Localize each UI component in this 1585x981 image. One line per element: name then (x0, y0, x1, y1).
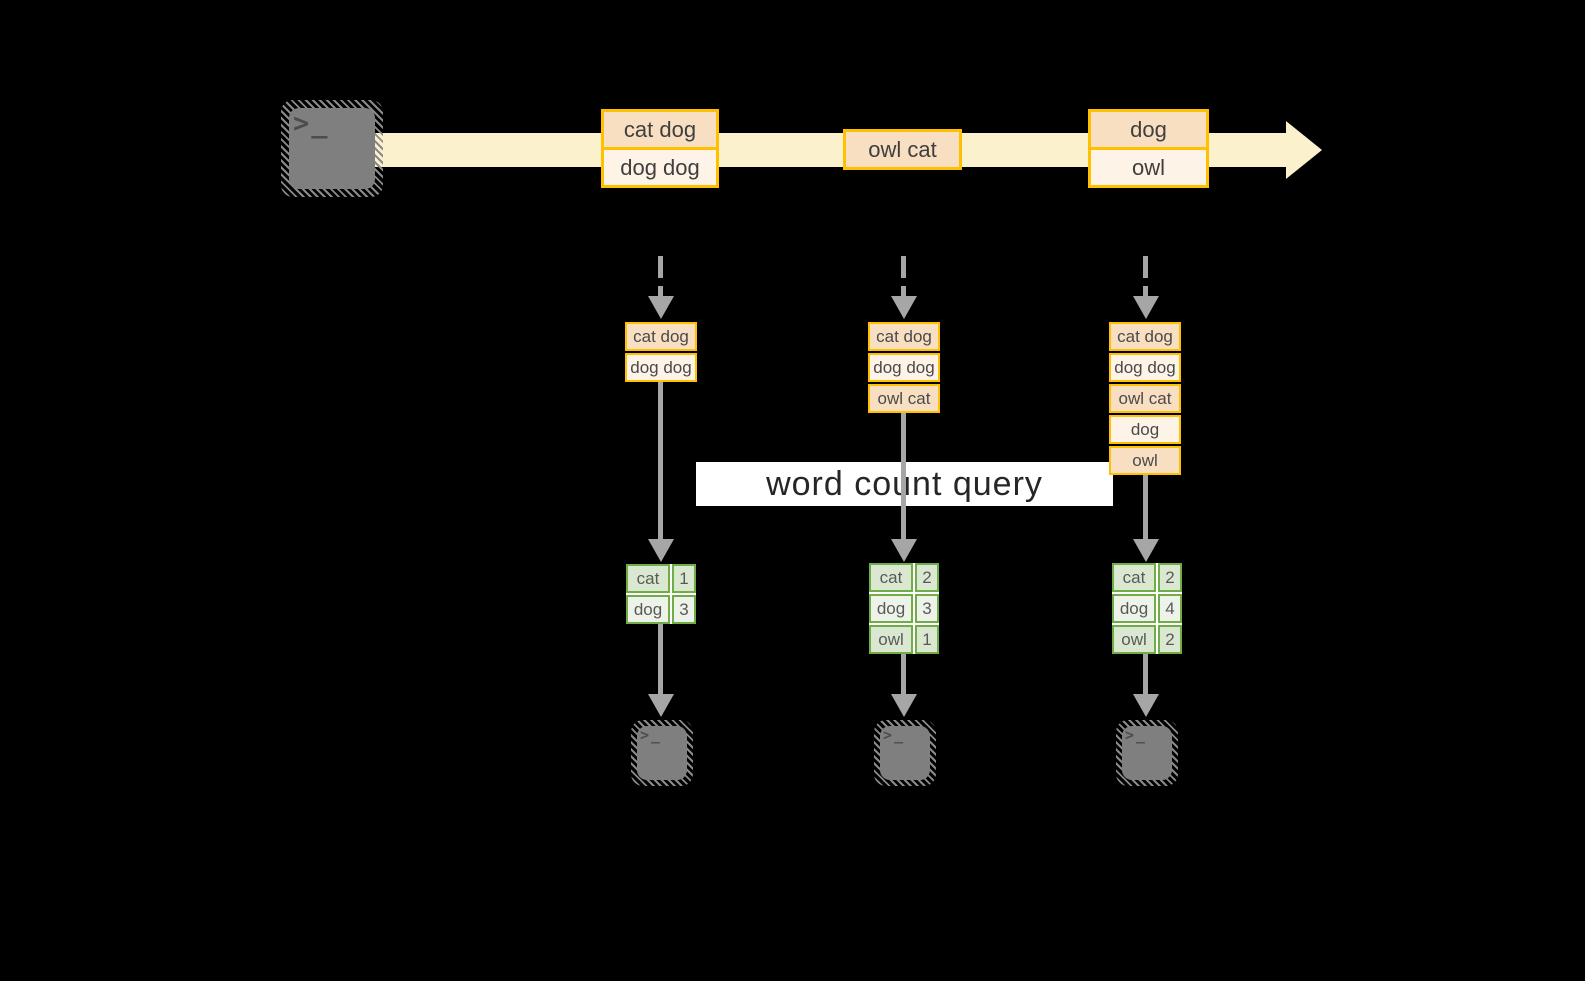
stream-record: owl cat (846, 132, 959, 167)
connector-line (901, 654, 906, 696)
sink-terminal-icon: >_ (874, 720, 936, 786)
terminal-screen (289, 108, 375, 189)
word-cell: cat (869, 563, 913, 592)
dashed-arrow-line (1143, 256, 1148, 296)
stream-record-batch-2: owl cat (843, 129, 962, 170)
buffered-records-stack-2: cat dog dog dog owl cat (868, 322, 940, 415)
count-cell: 3 (672, 595, 696, 624)
buffered-record: dog dog (1109, 353, 1181, 382)
terminal-prompt-glyph: >_ (1125, 726, 1148, 744)
terminal-prompt-glyph: >_ (640, 726, 663, 744)
terminal-prompt-glyph: >_ (883, 726, 906, 744)
word-cell: owl (869, 625, 913, 654)
terminal-prompt-glyph: >_ (293, 108, 330, 139)
connector-line (658, 382, 663, 540)
down-arrowhead-icon (1133, 539, 1159, 562)
count-cell: 2 (915, 563, 939, 592)
word-cell: owl (1112, 625, 1156, 654)
source-terminal-icon: >_ (281, 100, 383, 197)
word-count-table-3: cat 2 dog 4 owl 2 (1112, 563, 1182, 654)
connector-line (1143, 654, 1148, 696)
buffered-record: dog dog (868, 353, 940, 382)
terminal-screen (880, 726, 930, 780)
terminal-screen (637, 726, 687, 780)
buffered-record: cat dog (625, 322, 697, 351)
buffered-record: owl cat (1109, 384, 1181, 413)
word-cell: dog (626, 595, 670, 624)
count-cell: 2 (1158, 563, 1182, 592)
word-cell: dog (869, 594, 913, 623)
count-cell: 2 (1158, 625, 1182, 654)
word-cell: dog (1112, 594, 1156, 623)
stream-record-batch-1: cat dog dog dog (601, 109, 719, 188)
down-arrowhead-icon (1133, 694, 1159, 717)
stream-record-batch-3: dog owl (1088, 109, 1209, 188)
down-arrowhead-icon (1133, 296, 1159, 319)
terminal-screen (1122, 726, 1172, 780)
stream-record: owl (1091, 147, 1206, 185)
down-arrowhead-icon (648, 694, 674, 717)
word-count-table-1: cat 1 dog 3 (626, 564, 696, 624)
buffered-record: dog dog (625, 353, 697, 382)
dashed-arrow-line (658, 256, 663, 296)
buffered-record: dog (1109, 415, 1181, 444)
word-cell: cat (626, 564, 670, 593)
connector-line (658, 624, 663, 696)
stream-record: dog dog (604, 147, 716, 185)
word-cell: cat (1112, 563, 1156, 592)
buffered-records-stack-3: cat dog dog dog owl cat dog owl (1109, 322, 1181, 477)
down-arrowhead-icon (891, 296, 917, 319)
buffered-record: cat dog (868, 322, 940, 351)
sink-terminal-icon: >_ (631, 720, 693, 786)
buffered-records-stack-1: cat dog dog dog (625, 322, 697, 384)
stream-record: cat dog (604, 112, 716, 147)
connector-line (901, 411, 906, 540)
count-cell: 3 (915, 594, 939, 623)
sink-terminal-icon: >_ (1116, 720, 1178, 786)
buffered-record: owl cat (868, 384, 940, 413)
word-count-table-2: cat 2 dog 3 owl 1 (869, 563, 939, 654)
connector-line (1143, 473, 1148, 540)
count-cell: 1 (672, 564, 696, 593)
buffered-record: owl (1109, 446, 1181, 475)
count-cell: 4 (1158, 594, 1182, 623)
down-arrowhead-icon (891, 694, 917, 717)
down-arrowhead-icon (891, 539, 917, 562)
down-arrowhead-icon (648, 539, 674, 562)
stream-record: dog (1091, 112, 1206, 147)
count-cell: 1 (915, 625, 939, 654)
dashed-arrow-line (901, 256, 906, 296)
stream-arrowhead-icon (1286, 121, 1322, 179)
down-arrowhead-icon (648, 296, 674, 319)
buffered-record: cat dog (1109, 322, 1181, 351)
